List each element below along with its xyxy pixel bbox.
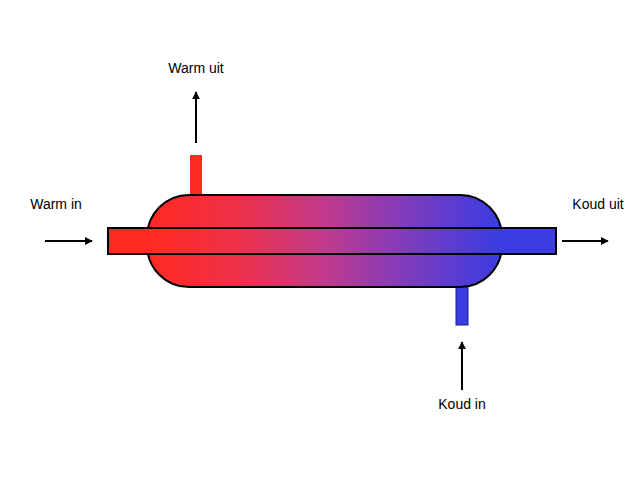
flow-label: Koud in — [438, 396, 485, 413]
tube — [108, 228, 556, 254]
flow-arrow — [195, 92, 197, 143]
flow-arrow — [562, 240, 608, 242]
flow-label: Koud uit — [572, 196, 623, 213]
flow-arrow — [45, 240, 92, 242]
flow-arrow — [461, 342, 463, 390]
flow-label: Warm uit — [168, 60, 223, 77]
flow-label: Warm in — [30, 196, 82, 213]
